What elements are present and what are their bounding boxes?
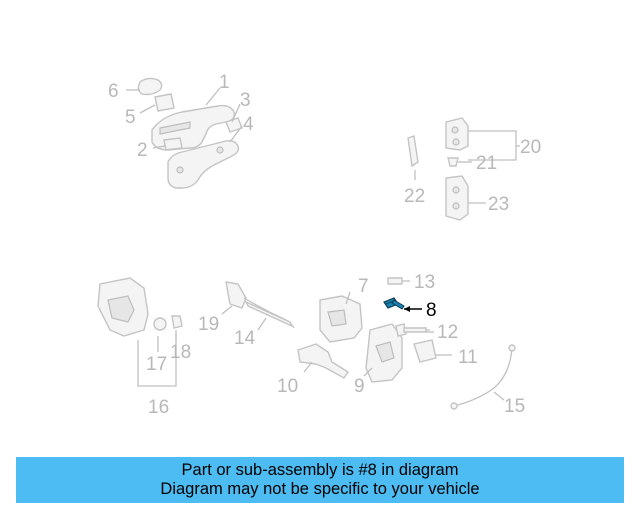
- part-15-cable: [453, 347, 513, 407]
- part-12-screw: [395, 323, 407, 337]
- callout-22: 22: [404, 186, 425, 207]
- callout-10: 10: [277, 376, 298, 397]
- callout-19: 19: [198, 314, 219, 335]
- callout-3: 3: [240, 90, 251, 111]
- callout-11: 11: [458, 347, 478, 368]
- part-5-pad: [154, 93, 175, 112]
- callout-2: 2: [137, 140, 148, 161]
- parts-diagram: 1 2 3 4 5 6 7 8 9 10 11 12 13 14 15 16 1…: [97, 72, 541, 418]
- inner-panel-assembly: [97, 277, 516, 410]
- callout-18: 18: [170, 342, 191, 363]
- callout-15: 15: [504, 396, 525, 417]
- part-8-screw: [383, 297, 405, 310]
- callout-20: 20: [520, 137, 541, 158]
- part-22-clip: [407, 135, 419, 168]
- part-14-rod-body: [244, 300, 294, 328]
- part-10-lever: [297, 343, 349, 379]
- banner-line-disclaimer: Diagram may not be specific to your vehi…: [160, 480, 480, 498]
- part-11-striker: [413, 339, 437, 363]
- callout-1: 1: [219, 72, 230, 93]
- part-3-gasket: [225, 117, 243, 133]
- outer-handle-assembly: [126, 77, 243, 189]
- hinge-assembly: [407, 117, 520, 221]
- callout-5: 5: [125, 107, 136, 128]
- callout-6: 6: [108, 81, 119, 102]
- part-6-cap: [137, 77, 163, 96]
- callout-13: 13: [414, 272, 435, 293]
- part-19-bracket: [225, 281, 247, 309]
- callout-23: 23: [488, 194, 509, 215]
- callout-16: 16: [148, 397, 169, 418]
- callout-4: 4: [243, 114, 254, 135]
- callout-21: 21: [476, 153, 497, 174]
- part-18-clip: [171, 315, 183, 329]
- part-13-bolt: [387, 277, 403, 285]
- part-20-hinge: [445, 117, 469, 151]
- part-23-hinge: [445, 175, 469, 221]
- callout-8: 8: [426, 300, 437, 321]
- banner-line-part: Part or sub-assembly is #8 in diagram: [181, 461, 459, 479]
- callout-17: 17: [146, 354, 167, 375]
- part-2-gasket: [163, 137, 183, 151]
- part-21-bushing: [447, 157, 459, 167]
- callout-7: 7: [358, 276, 369, 297]
- part-17-bushing: [153, 317, 167, 331]
- callout-14: 14: [234, 328, 256, 349]
- callout-12: 12: [437, 322, 458, 343]
- info-banner: Part or sub-assembly is #8 in diagram Di…: [16, 457, 624, 503]
- callout-9: 9: [354, 376, 365, 397]
